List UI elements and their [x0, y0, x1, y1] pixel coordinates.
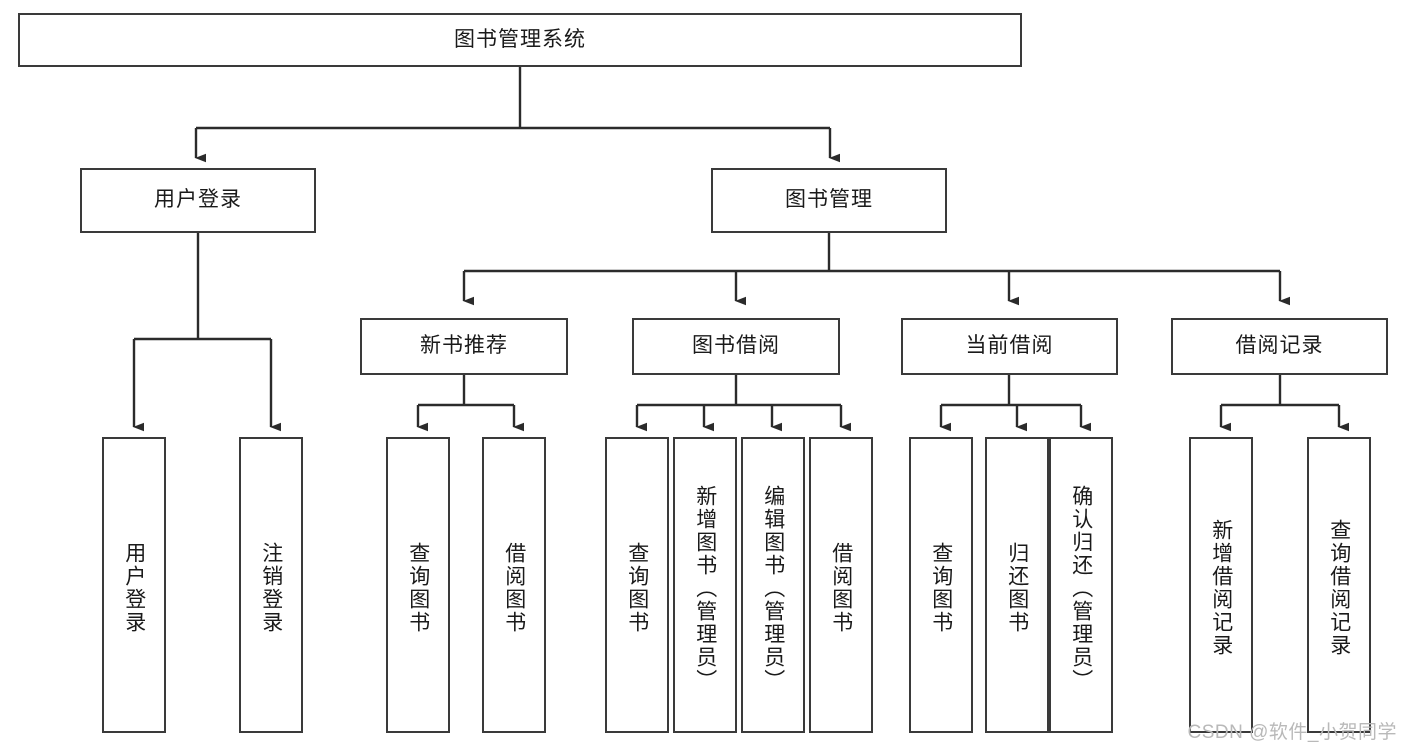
node-root-label: 图书管理系统: [454, 27, 586, 51]
leaf-node-borrow-book[interactable]: 借阅图书: [809, 437, 873, 733]
node-root[interactable]: 图书管理系统: [18, 13, 1022, 67]
leaf-node-borrow-book-label: 借阅图书: [829, 542, 853, 634]
node-current-borrow[interactable]: 当前借阅: [901, 318, 1118, 375]
leaf-node-confirm-return-admin-label: 确认归还（管理员）: [1069, 484, 1093, 692]
leaf-node-borrow-book-rec[interactable]: 借阅图书: [482, 437, 546, 733]
leaf-node-query-book-rec-label: 查询图书: [406, 542, 430, 634]
leaf-node-query-book-rec[interactable]: 查询图书: [386, 437, 450, 733]
leaf-node-query-borrow-record[interactable]: 查询借阅记录: [1307, 437, 1371, 733]
leaf-node-user-login-label: 用户登录: [122, 542, 146, 634]
leaf-node-add-borrow-record[interactable]: 新增借阅记录: [1189, 437, 1253, 733]
leaf-node-edit-book-admin-label: 编辑图书（管理员）: [761, 484, 785, 692]
leaf-node-return-book[interactable]: 归还图书: [985, 437, 1049, 733]
leaf-node-add-book-admin[interactable]: 新增图书（管理员）: [673, 437, 737, 733]
node-new-book-rec-label: 新书推荐: [420, 334, 508, 358]
leaf-node-query-book-current[interactable]: 查询图书: [909, 437, 973, 733]
node-book-borrow-label: 图书借阅: [692, 334, 780, 358]
node-user-login[interactable]: 用户登录: [80, 168, 316, 233]
leaf-node-return-book-label: 归还图书: [1005, 542, 1029, 634]
leaf-node-logout[interactable]: 注销登录: [239, 437, 303, 733]
leaf-node-query-book-borrow[interactable]: 查询图书: [605, 437, 669, 733]
leaf-node-add-borrow-record-label: 新增借阅记录: [1209, 519, 1233, 657]
node-book-borrow[interactable]: 图书借阅: [632, 318, 840, 375]
node-new-book-rec[interactable]: 新书推荐: [360, 318, 568, 375]
leaf-node-query-book-borrow-label: 查询图书: [625, 542, 649, 634]
node-borrow-record-label: 借阅记录: [1235, 334, 1324, 358]
leaf-node-add-book-admin-label: 新增图书（管理员）: [693, 484, 717, 692]
node-borrow-record[interactable]: 借阅记录: [1171, 318, 1388, 375]
leaf-node-query-book-current-label: 查询图书: [929, 542, 953, 634]
node-user-login-label: 用户登录: [154, 188, 242, 212]
leaf-node-borrow-book-rec-label: 借阅图书: [502, 542, 526, 634]
leaf-node-query-borrow-record-label: 查询借阅记录: [1327, 519, 1351, 657]
leaf-node-user-login[interactable]: 用户登录: [102, 437, 166, 733]
leaf-node-logout-label: 注销登录: [259, 542, 283, 634]
node-current-borrow-label: 当前借阅: [965, 334, 1054, 358]
leaf-node-confirm-return-admin[interactable]: 确认归还（管理员）: [1049, 437, 1113, 733]
node-book-manage[interactable]: 图书管理: [711, 168, 947, 233]
watermark-text: CSDN @软件_小贺同学: [1187, 722, 1397, 743]
leaf-node-edit-book-admin[interactable]: 编辑图书（管理员）: [741, 437, 805, 733]
node-book-manage-label: 图书管理: [785, 188, 873, 212]
